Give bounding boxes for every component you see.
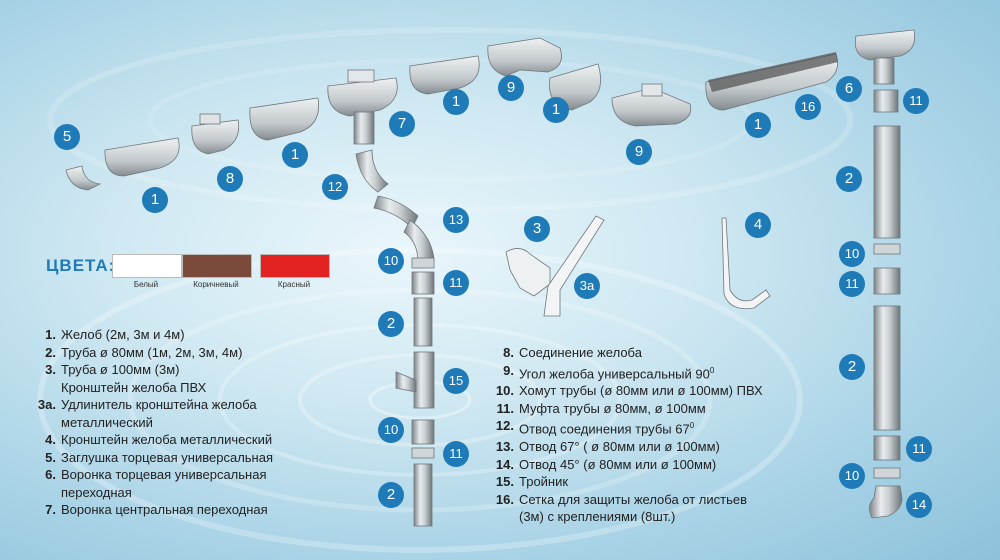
legend-item: 3а.Удлинитель кронштейна желоба металлич… <box>37 397 257 430</box>
badge-part-11: 11 <box>839 271 865 297</box>
badge-part-3: 3 <box>524 216 550 242</box>
badge-part-3a: 3а <box>574 273 600 299</box>
legend-item: 9.Угол желоба универсальный 900 <box>503 362 715 381</box>
legend-item: 12.Отвод соединения трубы 670 <box>495 418 695 437</box>
badge-part-10: 10 <box>378 248 404 274</box>
legend-item: 1.Желоб (2м, 3м и 4м) <box>45 327 185 342</box>
legend-item: 4.Кронштейн желоба металлический <box>45 432 273 447</box>
badge-part-2: 2 <box>378 311 404 337</box>
badge-part-10: 10 <box>378 417 404 443</box>
legend-left: 1.Желоб (2м, 3м и 4м) 2.Труба ø 80мм (1м… <box>34 326 364 519</box>
badge-part-15: 15 <box>443 368 469 394</box>
badge-part-1: 1 <box>282 142 308 168</box>
brackets <box>505 215 771 317</box>
badge-part-1: 1 <box>443 89 469 115</box>
swatch-red <box>260 254 330 278</box>
badge-part-4: 4 <box>745 212 771 238</box>
gutter-parts <box>65 29 916 191</box>
badge-part-2: 2 <box>378 482 404 508</box>
right-downpipe <box>869 89 903 519</box>
swatch-label-red: Красный <box>277 280 311 289</box>
badge-part-2: 2 <box>839 354 865 380</box>
swatch-brown <box>182 254 252 278</box>
swatch-label-brown: Коричневый <box>193 280 239 289</box>
legend-item: 13.Отвод 67° ( ø 80мм или ø 100мм) <box>495 439 720 455</box>
badge-part-14: 14 <box>906 492 932 518</box>
badge-part-11: 11 <box>903 88 929 114</box>
badge-part-6: 6 <box>836 76 862 102</box>
badge-part-11: 11 <box>443 441 469 467</box>
badge-part-10: 10 <box>839 241 865 267</box>
legend-item: 7.Воронка центральная переходная <box>45 502 268 517</box>
legend-item: 15.Тройник <box>495 474 569 490</box>
badge-part-8: 8 <box>217 166 243 192</box>
swatch-white <box>112 254 182 278</box>
badge-part-2: 2 <box>836 166 862 192</box>
badge-part-12: 12 <box>322 174 348 200</box>
legend-item: 14.Отвод 45° (ø 80мм или ø 100мм) <box>495 456 717 472</box>
badge-part-7: 7 <box>389 111 415 137</box>
badge-part-1: 1 <box>543 97 569 123</box>
legend-item: 8.Соединение желоба <box>503 345 642 360</box>
badge-part-1: 1 <box>142 187 168 213</box>
colors-title: ЦВЕТА: <box>46 256 116 275</box>
legend-item: 2.Труба ø 80мм (1м, 2м, 3м, 4м) <box>45 344 243 360</box>
badge-part-13: 13 <box>443 207 469 233</box>
badge-part-9: 9 <box>498 75 524 101</box>
badge-part-11: 11 <box>443 270 469 296</box>
legend-item: 5.Заглушка торцевая универсальная <box>45 449 274 465</box>
legend-item: 16.Сетка для защиты желоба от листьев (3… <box>495 491 748 525</box>
legend-item: 10.Хомут трубы (ø 80мм или ø 100мм) ПВХ <box>495 383 763 399</box>
legend-item: 11.Муфта трубы ø 80мм, ø 100мм <box>496 400 706 416</box>
badge-part-16: 16 <box>795 94 821 120</box>
legend-item: 3.Труба ø 100мм (3м) Кронштейн желоба ПВ… <box>45 362 207 395</box>
badge-part-5: 5 <box>54 124 80 150</box>
badge-part-11: 11 <box>906 436 932 462</box>
badge-part-1: 1 <box>745 112 771 138</box>
badge-part-10: 10 <box>839 463 865 489</box>
center-downpipe <box>355 149 435 527</box>
badge-part-9: 9 <box>626 139 652 165</box>
legend-item: 6.Воронка торцевая универсальная переход… <box>45 467 267 500</box>
legend-right: 8.Соединение желоба 9.Угол желоба универ… <box>492 344 812 526</box>
swatch-label-white: Белый <box>133 280 159 289</box>
